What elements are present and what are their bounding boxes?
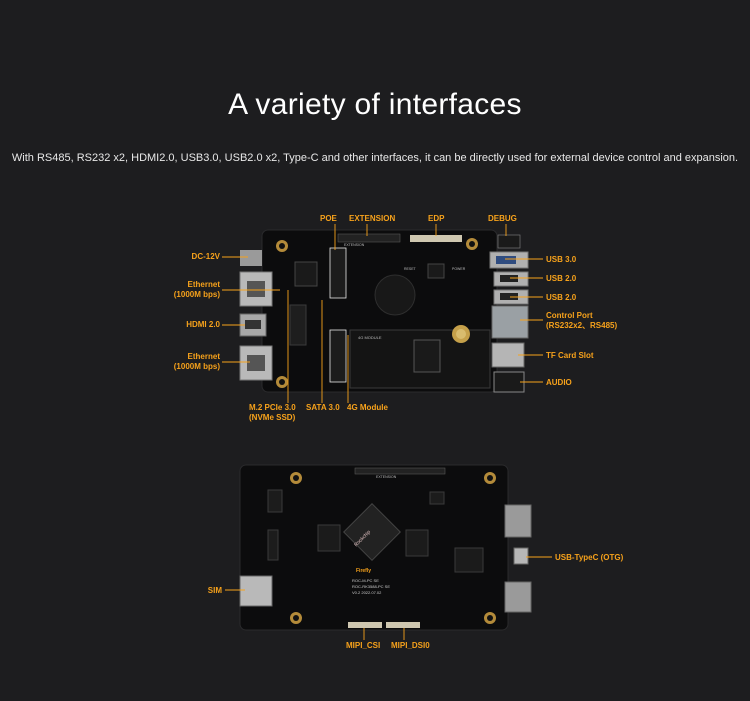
label-tf-card: TF Card Slot [546, 351, 594, 360]
label-m2-line1: M.2 PCIe 3.0 [249, 403, 296, 412]
label-ethernet1-line1: Ethernet [187, 280, 220, 289]
label-edp: EDP [428, 214, 445, 223]
heatsink-area [374, 274, 416, 316]
silk-version: V0.2 2022.07.02 [352, 590, 382, 595]
silk-extension: EXTENSION [344, 243, 365, 247]
dc-jack [240, 250, 262, 266]
silk-extension-bottom: EXTENSION [376, 475, 397, 479]
usb-typec-port [513, 547, 529, 565]
label-mipi-csi: MIPI_CSI [346, 641, 381, 650]
silk-brand: Firefly [356, 568, 371, 574]
label-control-line2: (RS232x2、RS485) [546, 321, 618, 330]
label-sata: SATA 3.0 [306, 403, 340, 412]
label-control-line1: Control Port [546, 311, 593, 320]
label-poe: POE [320, 214, 337, 223]
debug-connector [497, 234, 521, 249]
page-subtitle: With RS485, RS232 x2, HDMI2.0, USB3.0, U… [11, 152, 739, 164]
m2-slot [329, 247, 347, 299]
memory-chip [317, 524, 341, 552]
silk-model-1: ROC-M-PC SE [352, 578, 379, 583]
label-ethernet2-line2: (1000M bps) [173, 362, 220, 371]
port-block-upper [504, 504, 532, 538]
label-ethernet2-line1: Ethernet [187, 352, 220, 361]
mipi-csi-connector [348, 622, 382, 628]
module-chip [413, 339, 441, 373]
extension-header [337, 233, 401, 243]
memory-chip [405, 529, 429, 557]
extension-header [354, 467, 446, 475]
label-dc12v: DC-12V [191, 252, 220, 261]
label-4g-module: 4G Module [347, 403, 388, 412]
label-mipi-dsi: MIPI_DSI0 [391, 641, 430, 650]
port-block-lower [504, 581, 532, 613]
top-board [239, 229, 529, 393]
label-sim: SIM [207, 586, 222, 595]
label-usb20-a: USB 2.0 [546, 274, 577, 283]
audio-jack [493, 371, 525, 393]
label-usb20-b: USB 2.0 [546, 293, 577, 302]
silk-model-2: ROC-RK3588-PC SE [352, 584, 390, 589]
label-usb-typec: USB-TypeC (OTG) [555, 553, 624, 562]
edp-connector [410, 235, 462, 242]
sim-slot [239, 575, 273, 607]
label-ethernet2: Ethernet (1000M bps) [160, 352, 220, 372]
label-m2-line2: (NVMe SSD) [249, 413, 296, 422]
bottom-board [239, 464, 532, 631]
label-m2: M.2 PCIe 3.0 (NVMe SSD) [249, 403, 296, 423]
page-title: A variety of interfaces [228, 88, 522, 121]
soc-chip [343, 503, 401, 561]
label-extension: EXTENSION [349, 214, 396, 223]
silk-power: POWER [452, 267, 466, 271]
emmc-chip [454, 547, 484, 573]
silk-module: 4G MODULE [358, 335, 382, 340]
mipi-dsi-connector [386, 622, 420, 628]
label-ethernet1-line2: (1000M bps) [173, 290, 220, 299]
label-audio: AUDIO [546, 378, 572, 387]
leader-lines [222, 224, 552, 640]
label-control-port: Control Port (RS232x2、RS485) [546, 311, 617, 331]
control-port [491, 305, 529, 339]
silk-reset: RESET [404, 267, 417, 271]
label-ethernet1: Ethernet (1000M bps) [160, 280, 220, 300]
label-hdmi: HDMI 2.0 [186, 320, 220, 329]
label-debug: DEBUG [488, 214, 517, 223]
sata-connector [329, 329, 347, 383]
label-usb30: USB 3.0 [546, 255, 577, 264]
